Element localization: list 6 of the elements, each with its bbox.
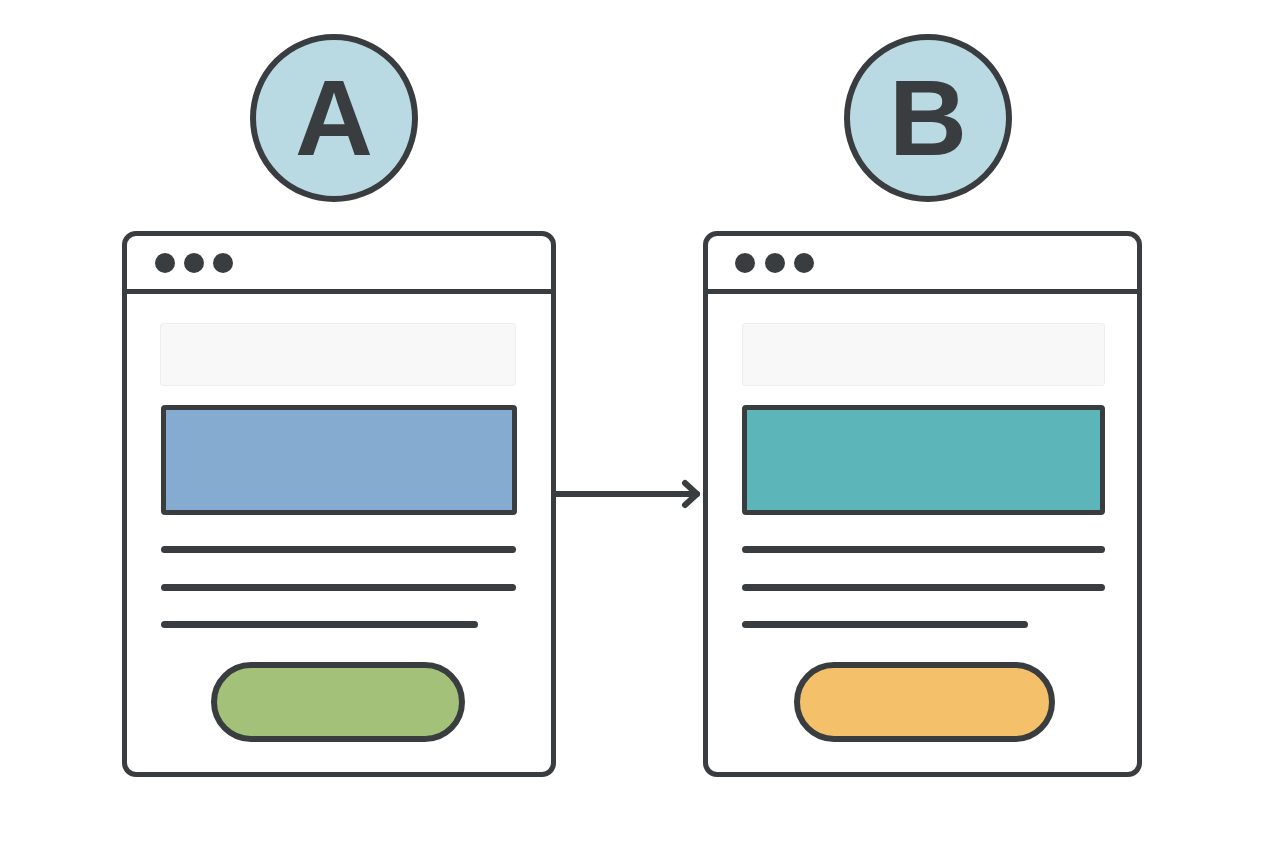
banner-block [161, 405, 517, 515]
variant-letter: A [295, 64, 373, 172]
browser-window [122, 231, 556, 777]
banner-block [742, 405, 1105, 515]
variant-letter: B [889, 64, 967, 172]
browser-window [703, 231, 1142, 777]
